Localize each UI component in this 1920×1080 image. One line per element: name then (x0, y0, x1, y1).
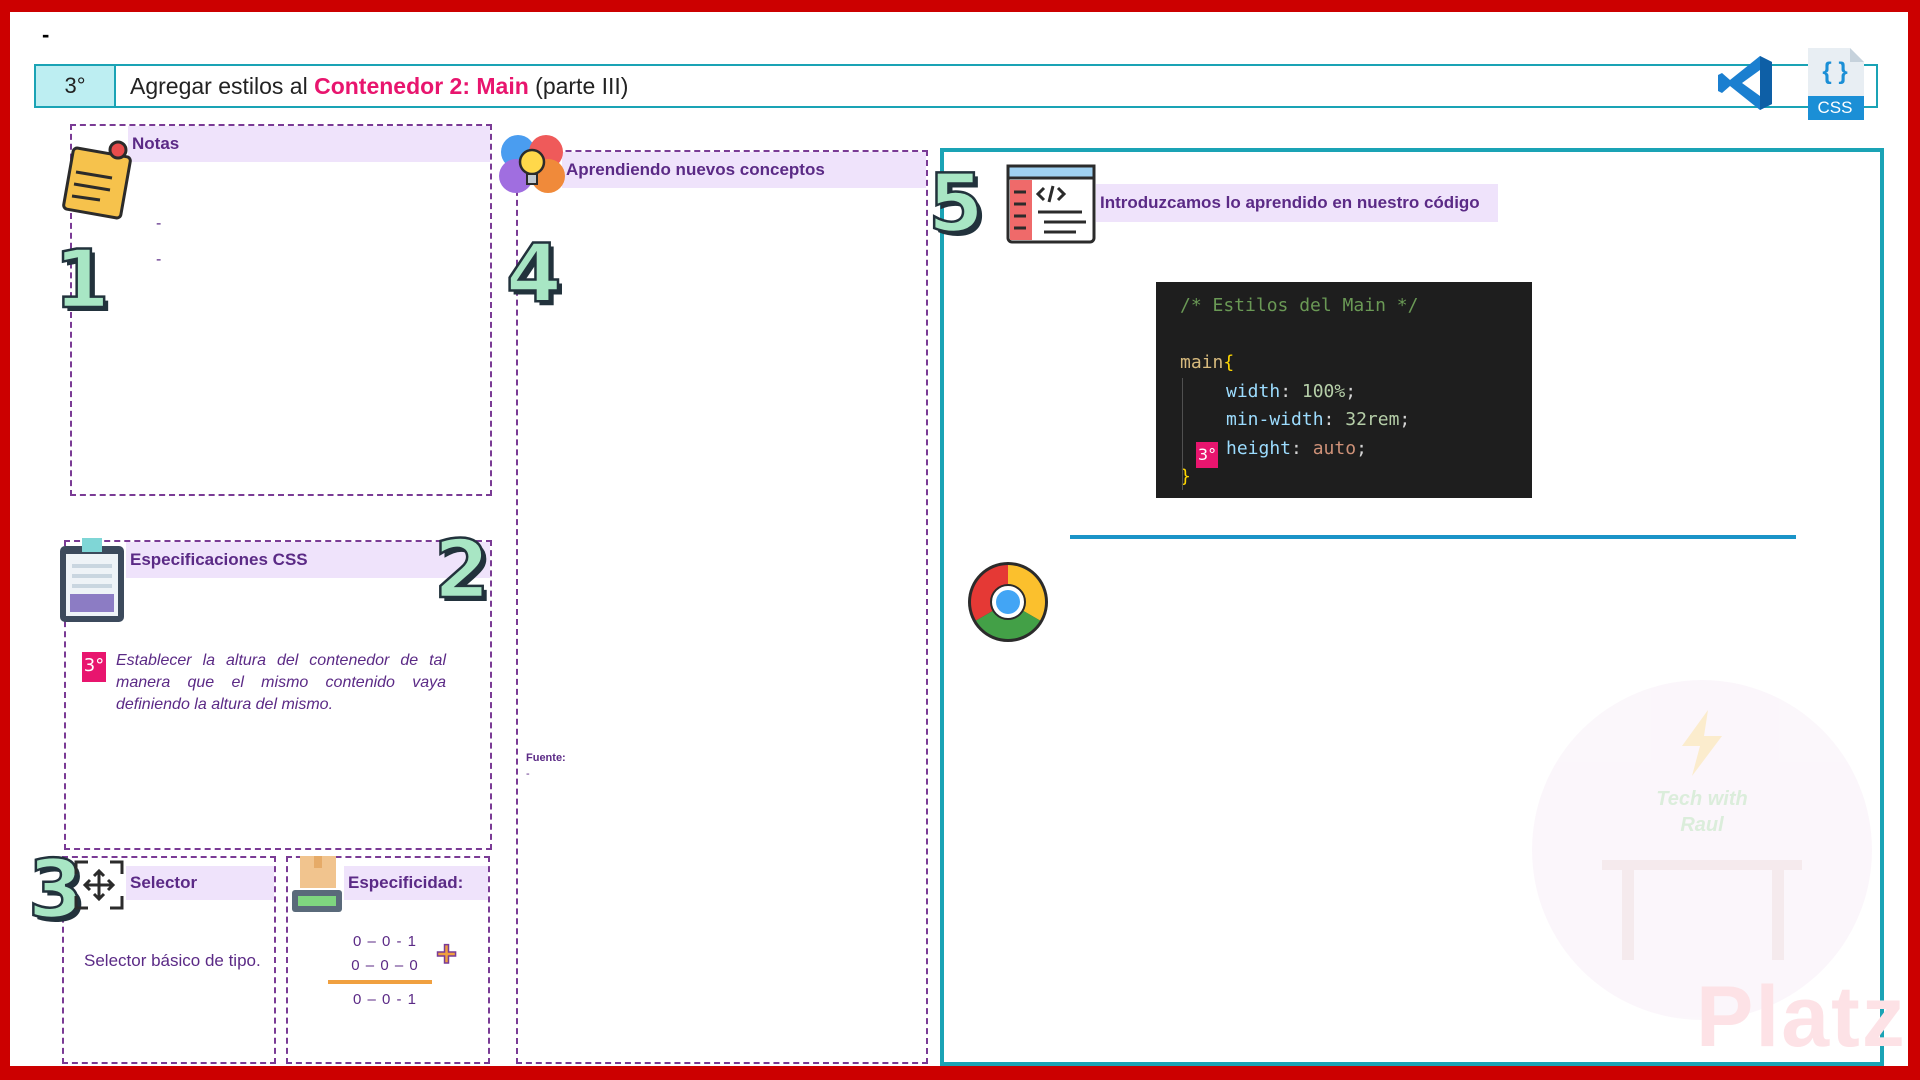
title-highlight: Contenedor 2: Main (314, 73, 529, 99)
specificity-sum-line (328, 980, 432, 984)
code-section-title: Introduzcamos lo aprendido en nuestro có… (1096, 184, 1498, 222)
sticky-note-icon (62, 140, 132, 220)
selector-panel (62, 856, 276, 1064)
code-indent-guide (1182, 378, 1183, 490)
code-blank-line (1180, 321, 1532, 350)
code-comment: /* Estilos del Main */ (1180, 295, 1419, 316)
source-label: Fuente: (526, 752, 566, 764)
code-section-panel (940, 148, 1884, 1066)
css-badge-label: CSS (1817, 98, 1853, 117)
code-declaration: height: auto; (1226, 437, 1367, 459)
code-value: 32rem (1345, 409, 1400, 430)
code-prop: width (1226, 380, 1281, 402)
header-title: Agregar estilos al Contenedor 2: Main (p… (130, 73, 628, 100)
step-number-2: 2 (433, 523, 491, 616)
brain-bulb-icon (499, 135, 565, 193)
specs-text: Establecer la altura del contenedor de t… (116, 652, 446, 713)
notes-item: - (156, 215, 162, 232)
code-editor-icon (1006, 164, 1096, 244)
source-value: - (526, 768, 530, 780)
title-prefix: Agregar estilos al (130, 73, 315, 99)
step-number-5: 5 (927, 157, 985, 250)
vscode-icon (1718, 56, 1772, 110)
code-selector: main (1180, 352, 1224, 373)
code-badge: 3° (1196, 442, 1218, 468)
notes-item: - (156, 251, 162, 268)
code-close-brace: } (1180, 466, 1191, 487)
code-prop: min-width (1226, 409, 1324, 430)
code-open-brace: { (1223, 352, 1235, 373)
step-number-1: 1 (53, 233, 111, 326)
code-block: /* Estilos del Main */ main{ width: 100%… (1156, 282, 1532, 498)
step-cell: 3° (36, 66, 116, 106)
specificity-calc: 0 – 0 - 1 0 – 0 – 0 (330, 930, 440, 978)
code-declaration: min-width: 32rem; (1226, 409, 1411, 430)
scale-box-icon (292, 856, 342, 912)
code-prop: height (1226, 437, 1292, 459)
code-declaration: width: 100%; (1226, 380, 1357, 402)
concepts-title: Aprendiendo nuevos conceptos (562, 152, 926, 188)
watermark-logo: Tech with Raul (1532, 680, 1872, 1020)
section-divider (1070, 535, 1796, 539)
specificity-title: Especificidad: (344, 866, 488, 900)
specificity-result: 0 – 0 - 1 (352, 991, 418, 1008)
css-file-icon: { } CSS (1806, 46, 1866, 122)
step-number-4: 4 (505, 227, 563, 320)
title-suffix: (parte III) (528, 73, 629, 99)
notes-panel (70, 124, 492, 496)
code-value: 100% (1301, 380, 1346, 402)
watermark-line1: Tech with (1656, 788, 1748, 810)
top-dash: - (42, 22, 50, 47)
specificity-row: 0 – 0 – 0 (351, 957, 419, 974)
concepts-panel (516, 150, 928, 1064)
platzi-watermark: Platzi (1696, 969, 1908, 1065)
notes-title: Notas (128, 126, 490, 162)
header-bar: 3° Agregar estilos al Contenedor 2: Main… (34, 64, 1878, 108)
code-value: auto (1312, 437, 1357, 459)
notes-list: - - (156, 206, 161, 278)
slide: - 3° Agregar estilos al Contenedor 2: Ma… (10, 12, 1908, 1066)
selector-text: Selector básico de tipo. (84, 951, 261, 970)
specs-badge: 3° (82, 652, 106, 682)
clipboard-icon (60, 538, 124, 622)
step-label: 3° (64, 73, 86, 98)
plus-icon: + (435, 933, 458, 974)
specs-panel (64, 540, 492, 850)
selector-title: Selector (126, 866, 274, 900)
chrome-icon (968, 562, 1048, 642)
code-selector-line: main{ (1180, 349, 1532, 378)
specificity-row: 0 – 0 - 1 (352, 933, 418, 950)
css-braces: { } (1822, 58, 1848, 85)
move-selector-icon (74, 860, 124, 910)
watermark-line2: Raul (1680, 814, 1724, 836)
specificity-panel (286, 856, 490, 1064)
specs-title: Especificaciones CSS (126, 542, 490, 578)
